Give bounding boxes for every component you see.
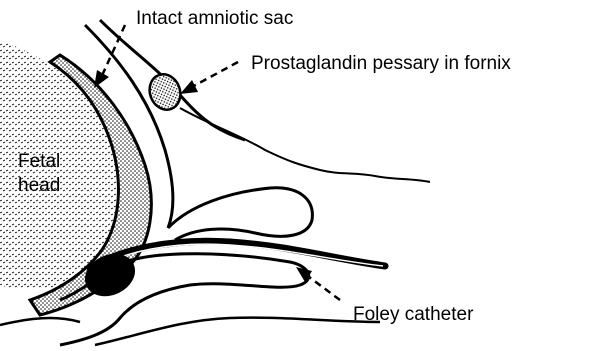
label-fetal-head-line2: head: [18, 174, 60, 198]
label-fetal-head-line1: Fetal: [18, 150, 60, 174]
lower-wall: [0, 318, 380, 345]
arrowhead-foley: [296, 267, 312, 282]
label-pessary: Prostaglandin pessary in fornix: [251, 53, 511, 75]
arrowhead-amniotic-sac: [94, 70, 109, 88]
arrowhead-pessary: [180, 80, 198, 94]
label-foley-catheter: Foley catheter: [353, 304, 473, 326]
arrow-foley: [305, 274, 340, 300]
label-fetal-head: Fetal head: [18, 150, 60, 198]
arrow-pessary: [190, 62, 238, 88]
vaginal-wall-upper: [180, 108, 430, 182]
cervix-posterior-lip: [168, 188, 312, 240]
pessary: [145, 70, 186, 114]
label-amniotic-sac: Intact amniotic sac: [136, 8, 293, 30]
